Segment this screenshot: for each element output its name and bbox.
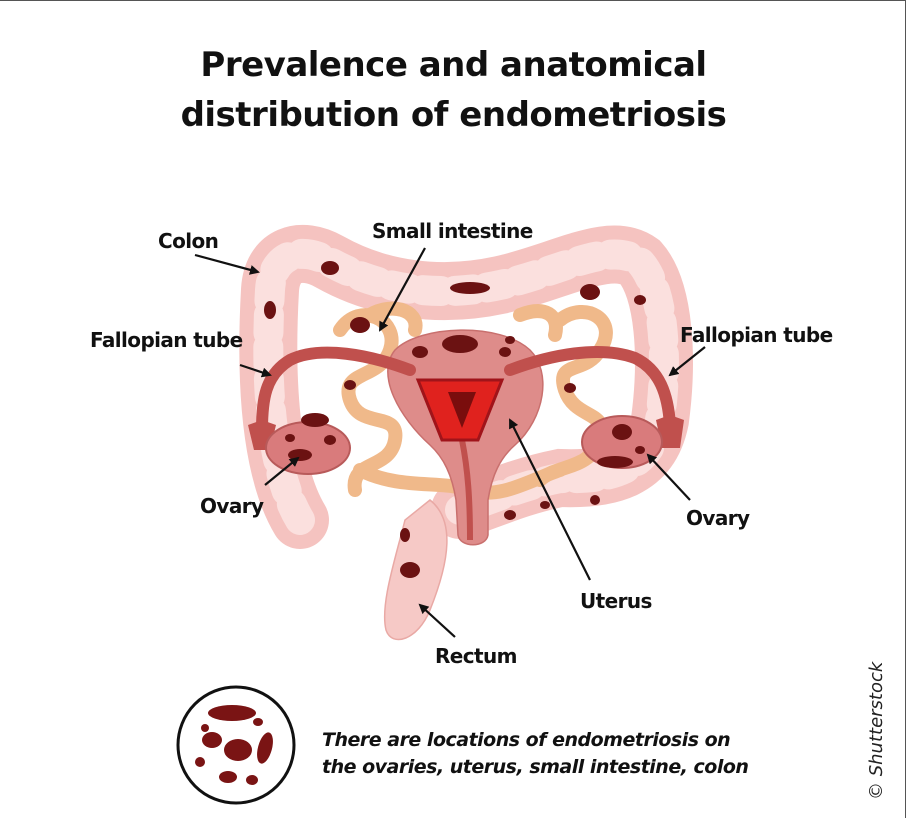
label-rectum: Rectum xyxy=(435,644,517,668)
caption: There are locations of endometriosis on … xyxy=(322,727,762,781)
label-ovary-left: Ovary xyxy=(200,494,264,518)
caption-line-2: the ovaries, uterus, small intestine, co… xyxy=(322,754,762,781)
label-ovary-right: Ovary xyxy=(686,506,750,530)
label-small-intestine: Small intestine xyxy=(372,219,533,243)
label-fallopian-tube-right: Fallopian tube xyxy=(680,323,833,347)
label-fallopian-tube-left: Fallopian tube xyxy=(90,328,243,352)
label-uterus: Uterus xyxy=(580,589,652,613)
lesion-legend-icon xyxy=(178,687,294,803)
caption-line-1: There are locations of endometriosis on xyxy=(322,727,762,754)
credit-watermark: © Shutterstock xyxy=(866,662,887,800)
label-colon: Colon xyxy=(158,229,218,253)
